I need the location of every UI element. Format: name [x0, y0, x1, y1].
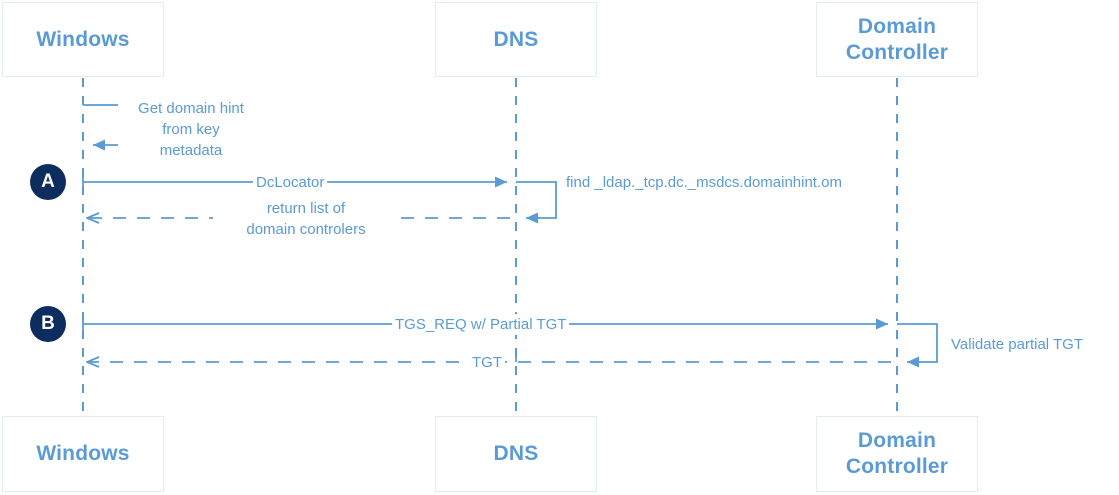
message-label-tgs-req: TGS_REQ w/ Partial TGT [392, 314, 570, 335]
actor-footer-windows[interactable]: Windows [2, 416, 164, 492]
actor-footer-domain-controller-label: Domain Controller [845, 429, 949, 478]
step-badge-a-label: A [41, 171, 55, 192]
actor-header-windows-label: Windows [36, 27, 130, 51]
actor-header-domain-controller-label: Domain Controller [845, 14, 949, 64]
message-label-dclocator: DcLocator [253, 172, 328, 193]
actor-footer-windows-label: Windows [36, 442, 130, 465]
step-badge-b[interactable]: B [30, 306, 66, 342]
actor-header-domain-controller[interactable]: Domain Controller [816, 2, 978, 77]
actor-header-dns-label: DNS [493, 27, 539, 51]
message-label-return-dc-list: return list of domain controlers [213, 198, 399, 240]
arrow-self-get-domain-hint [83, 104, 124, 151]
actor-footer-dns-label: DNS [493, 442, 539, 465]
message-label-tgt-return: TGT [469, 352, 505, 373]
arrow-dns-self-find [516, 181, 557, 224]
step-badge-a[interactable]: A [30, 164, 66, 200]
message-label-dc-self-validate: Validate partial TGT [948, 334, 1087, 355]
arrow-dc-self-validate [897, 323, 938, 368]
actor-footer-domain-controller[interactable]: Domain Controller [816, 416, 978, 492]
actor-footer-dns[interactable]: DNS [435, 416, 597, 492]
actor-header-dns[interactable]: DNS [435, 2, 597, 77]
message-label-self-get-domain-hint: Get domain hint from key metadata [118, 98, 264, 161]
step-badge-b-label: B [41, 313, 55, 334]
actor-header-windows[interactable]: Windows [2, 2, 164, 77]
message-label-dns-self-find: find _ldap._tcp.dc._msdcs.domainhint.om [563, 172, 845, 193]
